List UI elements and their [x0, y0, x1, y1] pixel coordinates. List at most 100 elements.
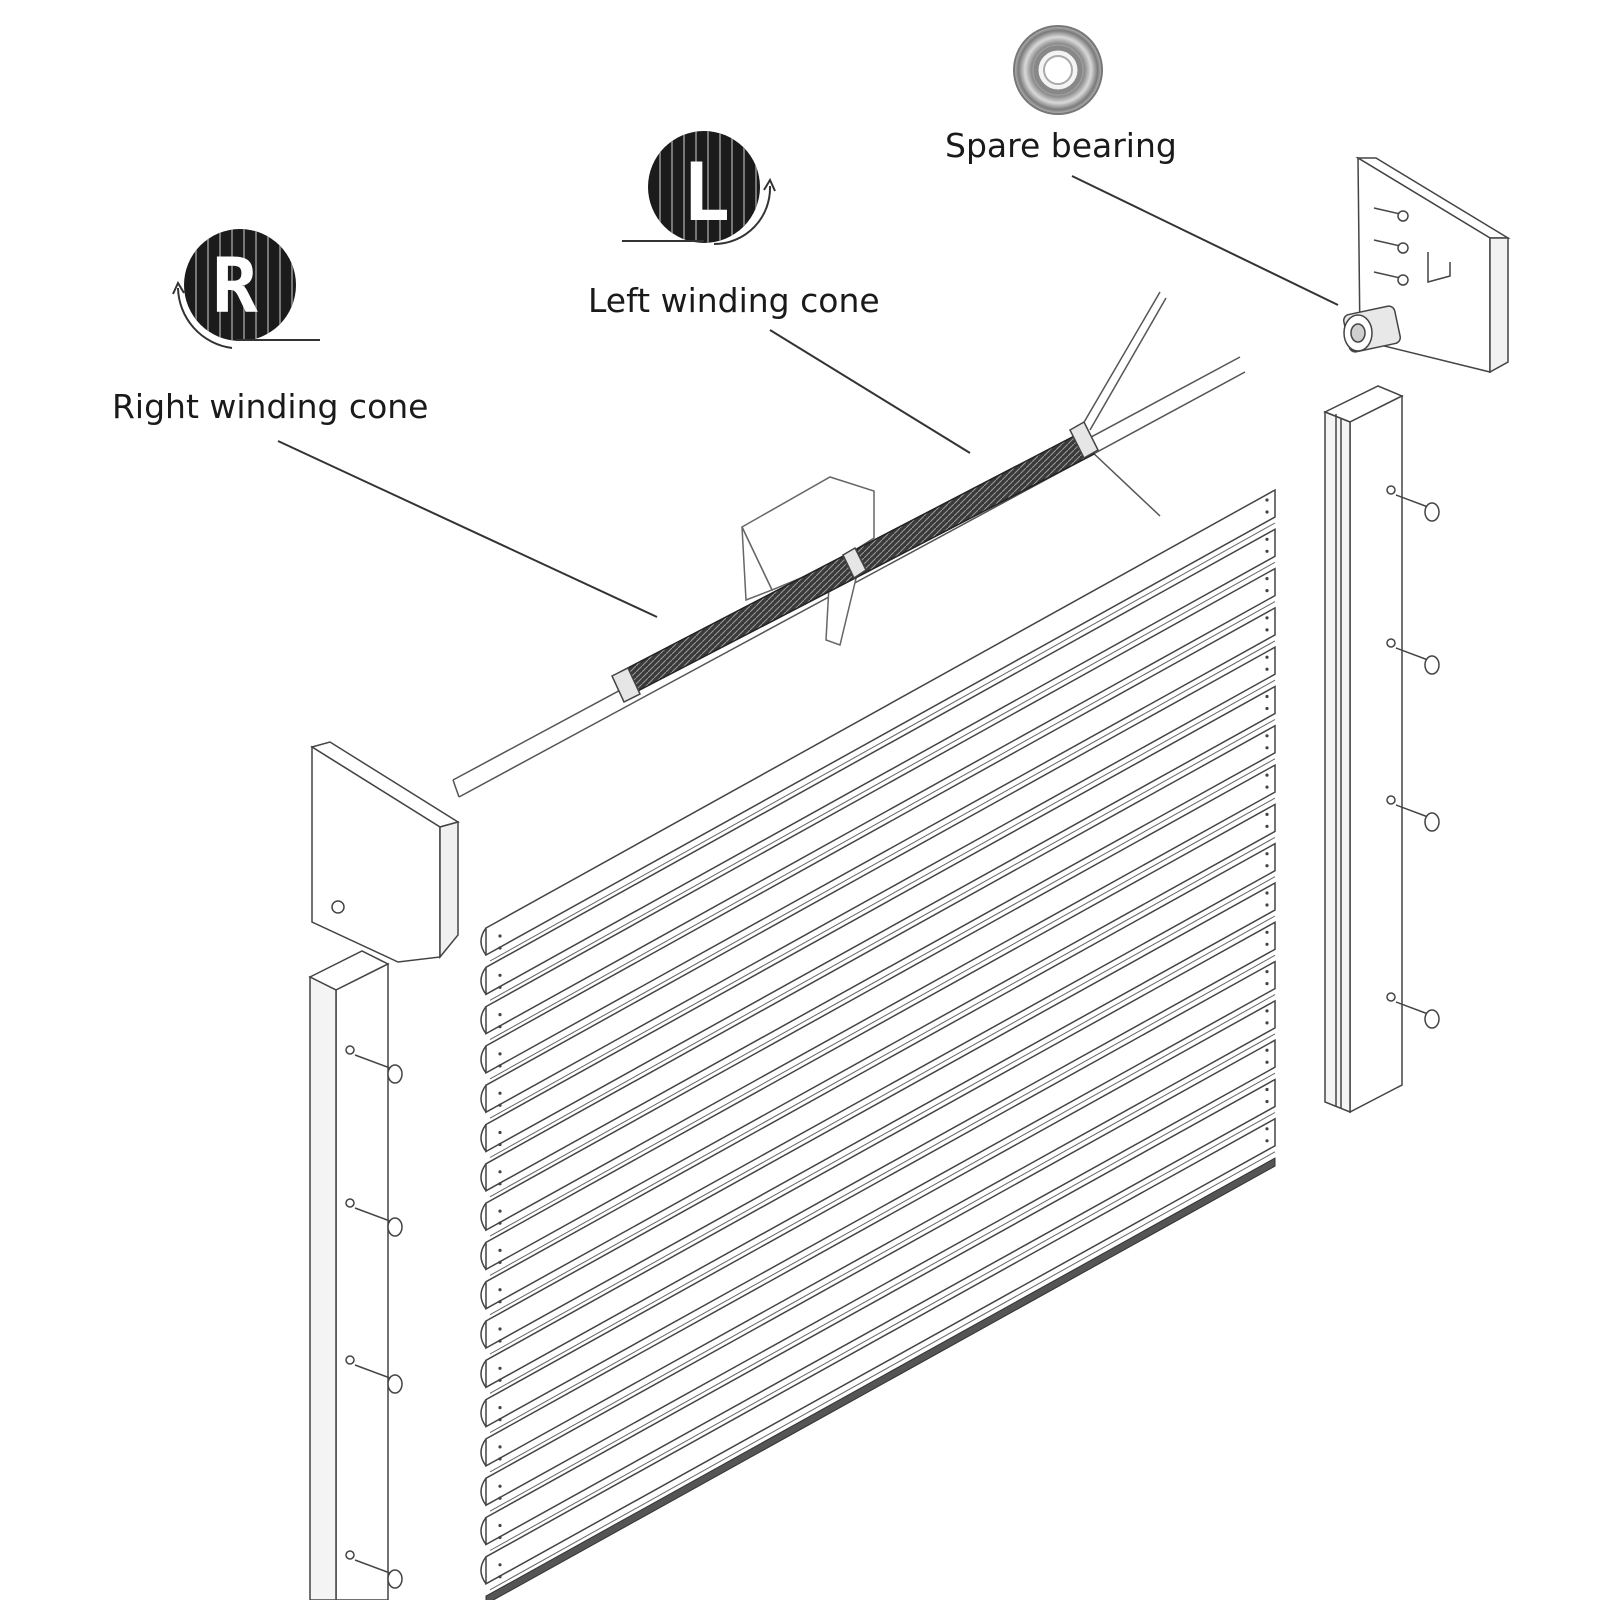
slat [485, 488, 1276, 957]
slat-rivet [1265, 970, 1269, 974]
slat [485, 763, 1276, 1232]
spare-bearing-icon [1013, 25, 1103, 115]
slat-rivet [1265, 589, 1269, 593]
slat-rivet [498, 985, 502, 989]
slat-groove [489, 1112, 1276, 1551]
slat [485, 881, 1276, 1350]
slat-groove [489, 719, 1276, 1158]
slat-end [480, 1477, 487, 1506]
left-cone-leader-line [769, 329, 971, 454]
slat-rivet [1265, 1048, 1269, 1052]
slat-rivet [498, 1142, 502, 1147]
slat-groove [489, 797, 1276, 1237]
slat-rivet [1265, 1060, 1269, 1064]
slat-rivet [1265, 903, 1269, 907]
right-cone-letter: R [212, 241, 258, 330]
slat-end [480, 1438, 487, 1467]
slat-rivet [1265, 655, 1269, 659]
slat-groove [489, 1151, 1276, 1591]
slat-rivet [1265, 1021, 1269, 1025]
slat-rivet [1265, 1009, 1269, 1013]
slat-groove [489, 915, 1276, 1355]
slat-rivet [498, 946, 502, 950]
slat-groove [489, 836, 1276, 1276]
slat-rivet [498, 1484, 502, 1488]
slat [485, 1078, 1276, 1546]
slat-rivet [498, 1535, 502, 1540]
left-guide-rail [308, 950, 390, 1600]
left-cone-letter: L [682, 146, 730, 239]
slat-end [480, 927, 487, 956]
slat [485, 645, 1276, 1114]
right-guide-rail [1323, 385, 1404, 1114]
slat-end [480, 1006, 487, 1035]
slat-rivet [1265, 982, 1269, 986]
slat-end [480, 1124, 487, 1152]
slat-groove [489, 679, 1276, 1119]
slat-rivet [498, 1025, 502, 1029]
slat-rivet [1265, 498, 1269, 502]
slat-rivet [498, 1418, 502, 1422]
slat-rivet [1265, 746, 1269, 750]
slat [485, 842, 1276, 1310]
slat-rivet [498, 1170, 502, 1174]
slat-rivet [498, 1300, 502, 1304]
slat-rivet [1265, 824, 1269, 829]
slat-rivet [1265, 785, 1269, 789]
right-cone-leader-line [277, 440, 658, 618]
slat-end [480, 1084, 487, 1113]
right-cone-badge: R [172, 229, 320, 349]
slat-rivet [1265, 942, 1269, 946]
slat-rivet [498, 1327, 502, 1331]
slat-end [480, 1241, 487, 1270]
slat-rivet [1265, 773, 1269, 777]
slat [485, 1038, 1276, 1507]
slat [485, 724, 1276, 1193]
slat-rivet [1265, 616, 1269, 620]
slat-rivet [1265, 864, 1269, 868]
slat-end [480, 1399, 487, 1428]
slat-groove [489, 522, 1276, 962]
slat-groove [489, 758, 1276, 1198]
slat-rivet [1265, 537, 1269, 541]
slat-groove [489, 1033, 1276, 1473]
slat [485, 606, 1276, 1075]
slat [485, 567, 1276, 1035]
slat-groove [489, 876, 1276, 1316]
slat-rivet [498, 1575, 502, 1579]
slat-rivet [498, 1496, 502, 1500]
slat-groove [489, 601, 1276, 1041]
slat-end [480, 966, 487, 995]
slat-rivet [498, 1457, 502, 1461]
slat-rivet [498, 1130, 502, 1135]
slat-rivet [498, 1182, 502, 1186]
slat [485, 685, 1276, 1153]
left-end-plate [310, 741, 460, 963]
right-end-plate [1342, 156, 1511, 374]
slat-groove [489, 1072, 1276, 1512]
shutter-curtain [480, 488, 1276, 1600]
slat-end [480, 1163, 487, 1192]
slat-rivet [498, 1091, 502, 1095]
slat-rivet [498, 1563, 502, 1567]
slat-end [480, 1517, 487, 1545]
slat [485, 803, 1276, 1271]
slat-rivet [1265, 734, 1269, 738]
slat-groove [489, 640, 1276, 1080]
left-rail-bolts [345, 1045, 403, 1589]
spare-bearing-leader-line [1071, 175, 1339, 306]
slat [485, 528, 1276, 996]
slat-rivet [498, 1339, 502, 1343]
slat-rivet [1265, 1087, 1269, 1092]
spare-bearing-label: Spare bearing [945, 126, 1177, 165]
slat-rivet [498, 1445, 502, 1449]
slat-rivet [498, 1248, 502, 1252]
slat-rivet [498, 1221, 502, 1225]
slat-rivet [1265, 852, 1269, 856]
slat-rivet [498, 1406, 502, 1410]
slat-end [480, 1556, 487, 1585]
slat-end [480, 1202, 487, 1231]
slat-groove [489, 954, 1276, 1394]
